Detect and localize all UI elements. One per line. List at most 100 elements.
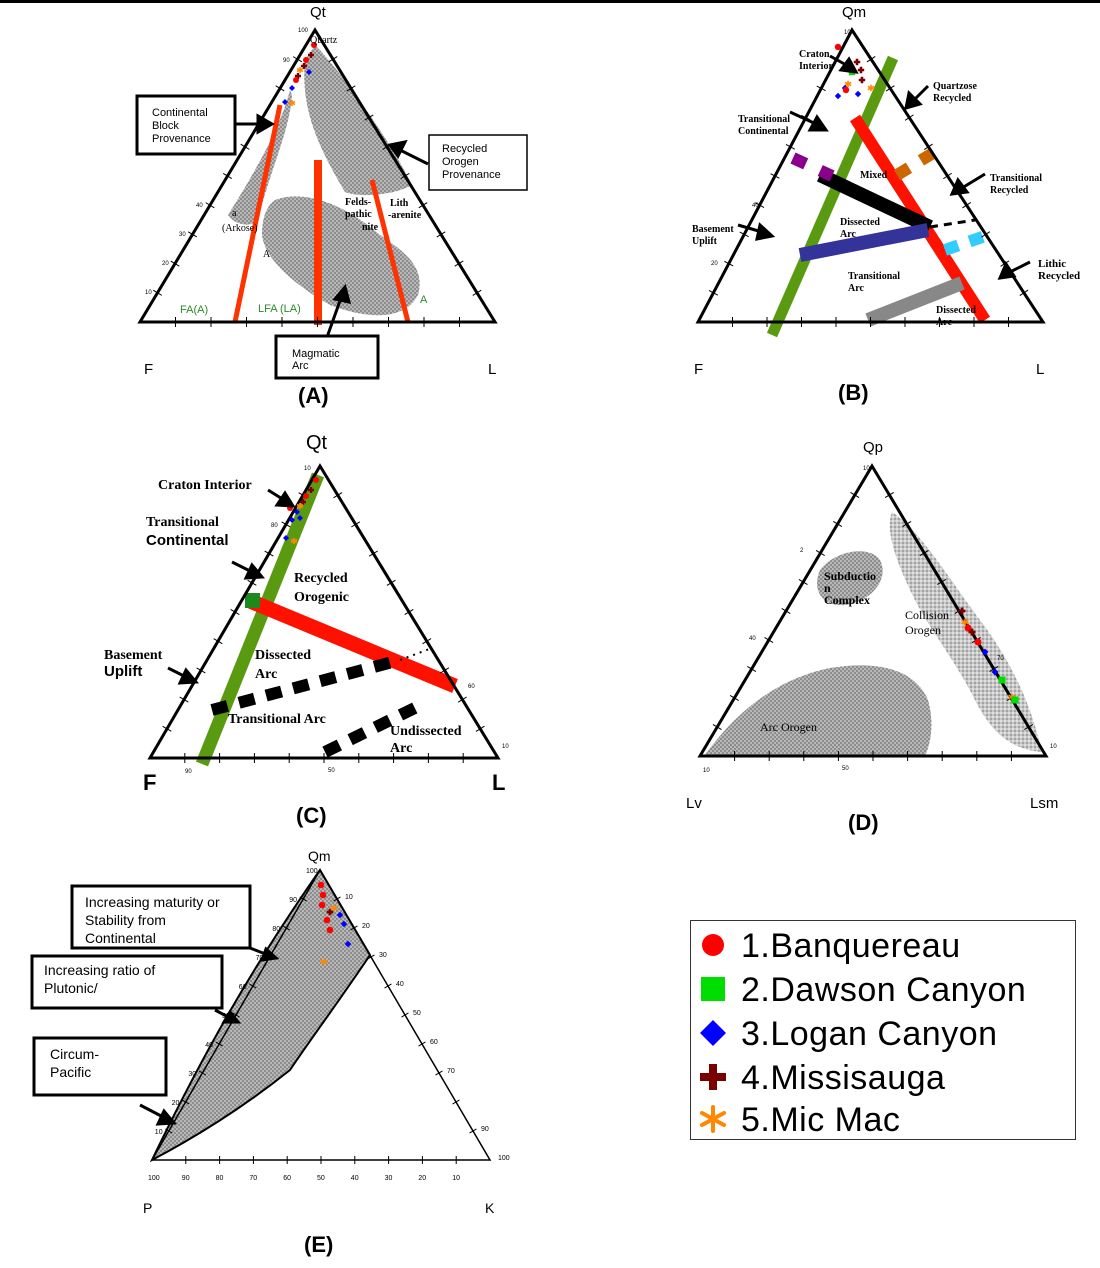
tick-mark xyxy=(328,56,338,63)
panel-a-lfa-label: LFA (LA) xyxy=(258,303,301,315)
legend-item-banquereau: 1.Banquereau xyxy=(691,925,1071,969)
tick-mark xyxy=(475,725,485,732)
text-line: Transitional xyxy=(848,271,900,282)
tick-mark xyxy=(282,925,291,931)
text-line: Interior xyxy=(799,61,833,72)
tick-mark xyxy=(937,578,947,586)
text-line: Stability from xyxy=(85,912,166,928)
diamond-sample-marker xyxy=(294,509,300,515)
tick-mark xyxy=(418,1041,426,1047)
panel-c-trans2-label: Continental xyxy=(146,532,229,549)
panel-e-box-3 xyxy=(32,1036,168,1097)
tick-label: 30 xyxy=(379,952,387,959)
tick-mark xyxy=(457,696,467,703)
tick-mark xyxy=(275,85,285,92)
panel-c-tick-90: 90 xyxy=(185,769,192,775)
panel-a-ternary-diagram: Qt F L (A) Quartz Felds- pathic Lith -ar… xyxy=(135,4,528,408)
tick-mark xyxy=(232,1012,240,1018)
panel-d-label: (D) xyxy=(848,810,879,835)
blue-diamond-icon xyxy=(700,1020,726,1046)
orange-asterisk-icon xyxy=(700,1105,726,1133)
circle-sample-marker xyxy=(319,891,327,899)
panel-c-dash-1 xyxy=(210,654,402,716)
tick-label: 90 xyxy=(289,897,297,904)
tick-label: 40 xyxy=(205,1042,213,1049)
text-line: Arc xyxy=(390,741,412,756)
panel-a-arenite-label: -arenite xyxy=(388,210,422,221)
tick-mark xyxy=(747,666,757,672)
tick-mark xyxy=(1019,289,1029,296)
tick-mark xyxy=(215,1041,223,1047)
cross-sample-marker xyxy=(308,52,314,58)
panel-b-arrows xyxy=(737,54,1031,280)
tick-label: 30 xyxy=(385,1175,393,1182)
text-line: Continental xyxy=(152,107,208,119)
cross-sample-marker xyxy=(308,487,314,493)
tick-mark xyxy=(170,260,180,267)
panel-a-apex-l: L xyxy=(488,361,496,378)
collision-orogen-field xyxy=(889,512,1042,752)
panel-b-apex-qm: Qm xyxy=(842,4,866,21)
tick-mark xyxy=(196,667,206,674)
panel-a-apex-f: F xyxy=(144,361,153,378)
panel-b-gray-band xyxy=(865,276,965,327)
tick-mark xyxy=(351,521,361,528)
panel-b-black-band xyxy=(817,168,933,234)
circle-sample-marker xyxy=(842,86,850,94)
green-square-icon xyxy=(701,977,725,1001)
tick-mark xyxy=(249,983,257,989)
tick-label: 40 xyxy=(396,981,404,988)
panel-c-ternary-diagram: Qt F L (C) Craton Interior Transitional … xyxy=(104,432,509,828)
square-sample-marker xyxy=(998,676,1006,684)
legend-label-banquereau: 1.Banquereau xyxy=(741,927,961,965)
legend-item-micmac: 5.Mic Mac xyxy=(691,1099,1071,1143)
square-sample-marker xyxy=(1011,696,1019,704)
panel-c-ticks xyxy=(162,492,485,763)
tick-mark xyxy=(452,1099,460,1105)
circle-sample-marker xyxy=(323,916,331,924)
text-line: Craton xyxy=(799,49,830,60)
tick-label: 100 xyxy=(498,1155,510,1162)
tick-mark xyxy=(222,173,233,179)
tick-mark xyxy=(816,85,826,92)
text-line: Block xyxy=(152,120,179,132)
tick-mark xyxy=(754,202,765,208)
panel-c-green-marker xyxy=(245,593,260,608)
panel-d-tick-10c: 10 xyxy=(1050,744,1057,750)
panel-e-ticks xyxy=(165,896,477,1164)
tick-mark xyxy=(943,172,952,180)
tick-label: 20 xyxy=(418,1175,426,1182)
panel-c-apex-f: F xyxy=(143,770,156,795)
panel-c-apex-l: L xyxy=(492,770,505,795)
panel-a-label: (A) xyxy=(298,383,329,408)
panel-c-red-band xyxy=(247,594,458,693)
panel-e-sample-points xyxy=(317,881,352,966)
asterisk-sample-marker xyxy=(867,84,875,92)
panel-a-felds-label: Felds- xyxy=(345,197,371,208)
panel-c-tick-60: 60 xyxy=(468,684,475,690)
tick-mark xyxy=(367,954,375,960)
panel-d-arc-label: Arc Orogen xyxy=(760,720,817,734)
text-line: Recycled xyxy=(933,93,972,104)
maroon-cross-icon xyxy=(700,1064,726,1090)
panel-e-apex-p: P xyxy=(143,1200,152,1216)
diamond-sample-marker xyxy=(340,920,348,928)
panel-e-arrows xyxy=(139,946,280,1126)
panel-c-basement1-label: Basement xyxy=(104,648,163,663)
cross-sample-marker xyxy=(301,63,307,69)
cross-sample-marker xyxy=(858,76,866,84)
tick-mark xyxy=(850,492,860,498)
tick-mark xyxy=(346,85,356,92)
panel-b-black-dash xyxy=(929,218,976,229)
circle-sample-marker xyxy=(303,493,309,499)
tick-mark xyxy=(165,1128,173,1134)
tick-mark xyxy=(162,725,172,732)
panel-a-arkose-label: (Arkose) xyxy=(222,223,258,234)
red-circle-icon xyxy=(702,934,724,956)
asterisk-sample-marker xyxy=(961,618,969,626)
legend-item-logan: 3.Logan Canyon xyxy=(691,1013,1071,1057)
tick-label: 10 xyxy=(452,1175,460,1182)
